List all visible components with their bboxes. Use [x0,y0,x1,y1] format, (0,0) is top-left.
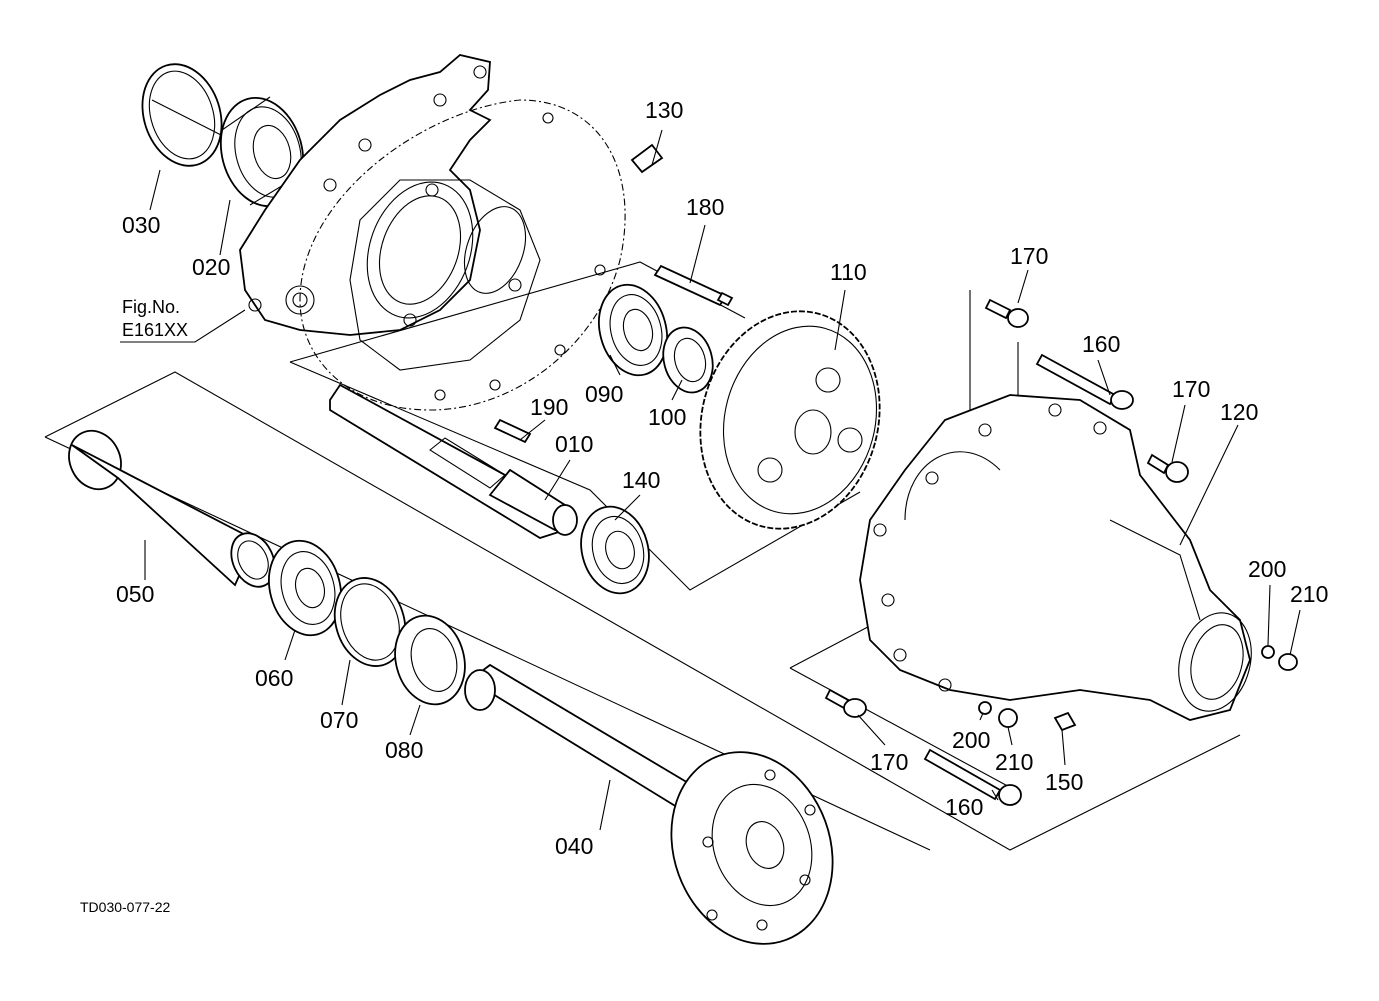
callout-080: 080 [385,737,423,763]
stud-bolt-180[interactable] [653,264,734,307]
callout-140: 140 [622,467,660,493]
oil-seal-080[interactable] [386,608,475,713]
bolt-170-right[interactable] [1146,453,1189,483]
bolt-170-top[interactable] [984,298,1029,328]
stud-bolt-190[interactable] [493,418,532,444]
bearing-140[interactable] [572,499,659,601]
bearing-060[interactable] [259,533,351,644]
callout-070: 070 [320,707,358,733]
callout-190: 190 [530,394,568,420]
bolt-170-bottom[interactable] [824,688,867,718]
callout-110: 110 [830,259,867,285]
figure-ref-line2: E161XX [122,320,188,340]
callout-100: 100 [648,404,686,430]
transmission-case[interactable] [239,54,626,411]
callout-labels: 030 020 130 180 110 170 160 170 120 090 … [116,97,1328,859]
callout-170-bottom: 170 [870,749,908,775]
callout-040: 040 [555,833,593,859]
callout-060: 060 [255,665,293,691]
axle-housing-120[interactable] [859,394,1262,721]
callout-090: 090 [585,381,623,407]
callout-160-bottom: 160 [945,794,983,820]
plug-150[interactable] [1053,711,1077,732]
nut-210-bottom[interactable] [998,708,1018,728]
callout-200-right: 200 [1248,556,1286,582]
axle-040[interactable] [464,663,859,967]
callout-200-bottom: 200 [952,727,990,753]
nut-210-right[interactable] [1278,653,1298,671]
bolt-160-top[interactable] [1035,353,1134,410]
callout-120: 120 [1220,399,1258,425]
callout-210-bottom: 210 [995,749,1033,775]
sleeve-050[interactable] [60,422,283,594]
dowel-pin-130[interactable] [630,129,664,174]
callout-130: 130 [645,97,683,123]
bolt-160-bottom[interactable] [923,748,1022,806]
callout-030: 030 [122,212,160,238]
washer-200-right[interactable] [1261,645,1275,659]
callout-170-right: 170 [1172,376,1210,402]
callout-150: 150 [1045,769,1083,795]
callout-010: 010 [555,431,593,457]
pinion-shaft-010[interactable] [329,383,578,539]
callout-020: 020 [192,254,230,280]
callout-160-top: 160 [1082,331,1120,357]
figure-reference: Fig.No. E161XX [122,297,188,340]
snap-ring-070[interactable] [324,569,416,676]
callout-210-right: 210 [1290,581,1328,607]
washer-200-bottom[interactable] [978,701,992,715]
callout-170-top: 170 [1010,243,1048,269]
bearing-090[interactable] [589,277,677,383]
figure-ref-line1: Fig.No. [122,297,180,317]
callout-050: 050 [116,581,154,607]
drawing-id: TD030-077-22 [80,899,170,915]
leader-lines [120,169,1301,831]
gear-110[interactable] [677,291,904,549]
callout-180: 180 [686,194,724,220]
oil-seal-100[interactable] [656,322,719,398]
